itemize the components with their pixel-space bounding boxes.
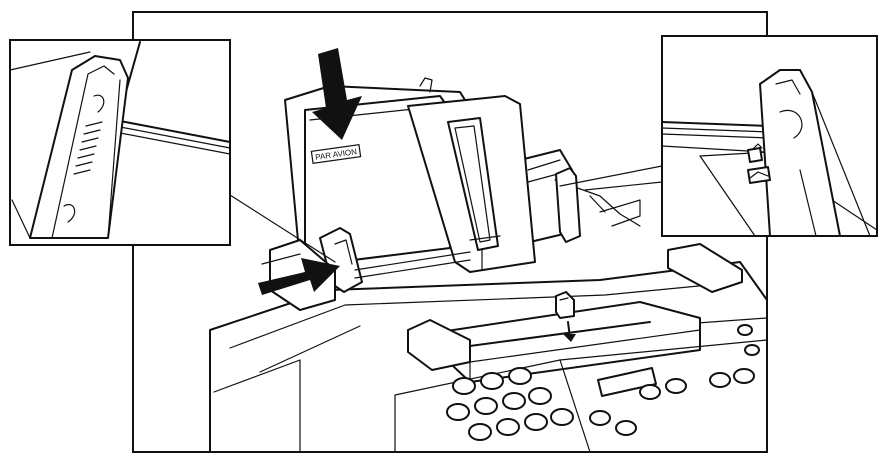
paper-icon — [747, 143, 763, 163]
lcd-display — [597, 367, 657, 397]
fax-machine — [209, 243, 768, 453]
left-detail-inset — [9, 39, 231, 246]
right-paper-guide — [555, 167, 581, 243]
keypad — [446, 324, 760, 441]
arrow-down-icon — [312, 48, 362, 140]
right-detail-inset — [661, 35, 878, 237]
envelope-feed-icon — [555, 291, 576, 342]
right-guide — [667, 243, 743, 293]
envelope-stamp-box — [310, 144, 362, 164]
output-tray — [419, 301, 701, 383]
arrow-right-icon — [258, 258, 340, 295]
envelope-icon — [747, 166, 771, 184]
